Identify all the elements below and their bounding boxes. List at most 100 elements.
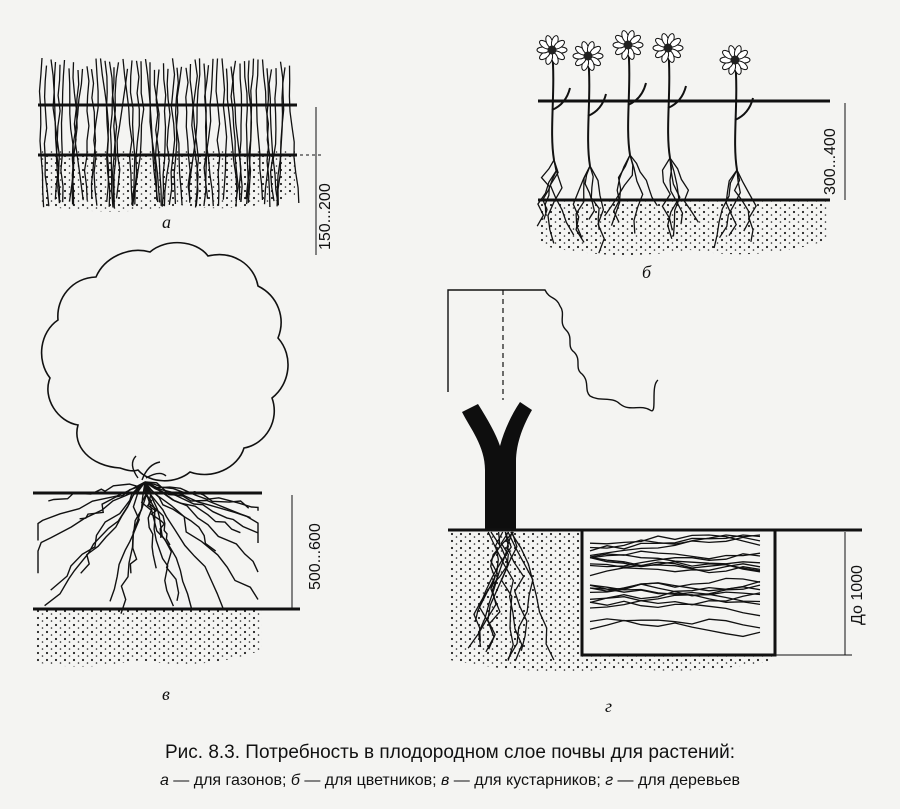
panel-flowerbed: 300...400 б — [536, 30, 846, 282]
panel-lawn: 150...200 а — [38, 57, 334, 255]
shrub-subsoil — [35, 610, 262, 667]
grass-root — [83, 66, 90, 201]
flower-root — [610, 154, 631, 226]
flower-stems — [551, 44, 754, 171]
tree-root — [467, 531, 509, 649]
tree-root — [487, 531, 518, 650]
caption-letter-b: б — [290, 772, 300, 789]
grass-root — [109, 67, 115, 208]
grass-root — [173, 66, 183, 205]
grass-root — [71, 68, 84, 206]
tree-panel-label: г — [605, 696, 612, 716]
grass-root — [38, 57, 45, 208]
grass-root — [185, 67, 191, 201]
shrub-root — [144, 481, 259, 573]
flowerbed-panel-label: б — [642, 262, 652, 282]
tree-root — [506, 531, 528, 651]
tree-root-spread — [589, 600, 761, 617]
grass-root — [276, 67, 286, 207]
tree-root-spread — [589, 592, 761, 609]
grass-root — [221, 58, 228, 200]
flower-root — [713, 169, 738, 249]
tree-subsoil — [450, 530, 775, 672]
shrub-root — [144, 481, 217, 552]
flowerbed-dim-label: 300...400 — [822, 128, 839, 195]
flower-root — [584, 165, 595, 220]
tree-root-spread — [589, 582, 761, 594]
lawn-panel-label: а — [162, 212, 171, 232]
shrub-root — [144, 481, 259, 511]
tree-root-spread — [589, 619, 761, 638]
flower-roots — [536, 154, 757, 254]
grass-root — [174, 67, 183, 204]
shrub-root — [144, 481, 251, 519]
flower-root — [575, 165, 591, 238]
tree-root-spread — [589, 556, 761, 574]
flower-head — [612, 30, 644, 60]
grass-root — [239, 63, 243, 202]
grass-root — [225, 68, 238, 207]
caption-text-a: — для газонов; — [168, 772, 291, 789]
tree-root-spread — [589, 534, 761, 552]
shrub-root — [79, 481, 146, 520]
grass-root — [134, 61, 145, 205]
flower-head — [652, 33, 684, 63]
shrub-roots — [37, 455, 259, 614]
flower-root — [669, 157, 699, 223]
grass-root — [74, 69, 84, 201]
flower-root — [629, 154, 658, 207]
grass-root — [247, 58, 255, 203]
tree-root — [487, 531, 523, 662]
caption-text-v: — для кустарников; — [449, 772, 606, 789]
shrub-root — [50, 481, 146, 591]
grass-root — [163, 68, 171, 207]
shrub-root — [109, 481, 146, 602]
grass-root — [203, 58, 214, 199]
flower-root — [547, 159, 563, 244]
shrub-root — [144, 481, 259, 600]
soil-layer-figure: 150...200 а 300...400 б 500...600 в — [33, 30, 866, 716]
lawn-roots — [38, 57, 300, 208]
shrub-root — [37, 481, 146, 574]
tree-root — [477, 531, 501, 648]
grass-root — [230, 66, 239, 202]
shrub-crown — [40, 241, 289, 482]
grass-root — [60, 59, 66, 203]
tree-root — [478, 531, 512, 653]
caption-letter-v: в — [441, 772, 450, 789]
tree-root — [510, 531, 555, 661]
grass-root — [43, 65, 50, 207]
flower-leaf — [587, 93, 607, 117]
caption-text-b: — для цветников; — [299, 772, 441, 789]
grass-root — [129, 60, 136, 205]
shrub-root — [140, 481, 157, 569]
shrub-root — [144, 481, 224, 608]
tree-crown-outline — [447, 289, 659, 412]
flower-root — [661, 157, 673, 231]
grass-root — [93, 58, 99, 206]
flower-head — [572, 41, 604, 71]
shrub-dim-label: 500...600 — [307, 523, 324, 590]
flower-stem — [667, 47, 671, 159]
grass-root — [108, 61, 118, 208]
flower-leaf — [667, 85, 687, 109]
caption-letter-a: а — [159, 772, 169, 789]
tree-root-spread — [589, 561, 761, 572]
grass-root — [55, 64, 61, 204]
grass-root — [288, 65, 300, 204]
grass-root — [266, 68, 271, 208]
caption-letter-g: г — [605, 772, 614, 789]
grass-root — [272, 68, 279, 205]
tree-root — [473, 531, 504, 642]
grass-root — [168, 58, 176, 205]
grass-root — [144, 59, 158, 201]
flower-root — [736, 169, 757, 243]
flower-root — [629, 154, 644, 234]
tree-roots — [467, 531, 761, 662]
flower-root — [549, 159, 575, 236]
tree-root — [507, 531, 534, 660]
tree-dim-label: До 1000 — [849, 565, 866, 625]
tree-root-spread — [589, 587, 761, 596]
grass-root — [161, 63, 167, 207]
flower-leaf — [627, 82, 647, 106]
